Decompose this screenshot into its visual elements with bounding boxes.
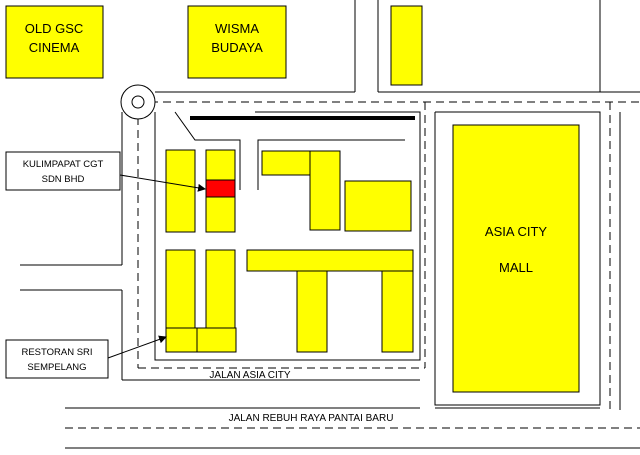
road-label-jalan-asia-city: JALAN ASIA CITY <box>209 370 290 381</box>
kulimpapat-highlight <box>205 179 236 198</box>
building-block <box>344 180 412 232</box>
wisma-budaya-building <box>187 5 287 79</box>
roundabout <box>120 84 156 120</box>
building-block <box>381 270 414 353</box>
asia-city-mall-building <box>452 124 580 393</box>
wisma-label-line2: BUDAYA <box>211 40 263 55</box>
wisma-label-line1: WISMA <box>215 21 259 36</box>
road-label-jalan-rebuh: JALAN REBUH RAYA PANTAI BARU <box>229 413 394 424</box>
barrier-line <box>190 116 415 120</box>
asia-city-label-line2: MALL <box>499 260 533 275</box>
kulimpapat-arrow <box>119 174 206 192</box>
kulimpapat-callout-line2: SDN BHD <box>42 174 85 185</box>
restoran-sri-sempelang-block <box>165 327 198 353</box>
kulimpapat-callout-box <box>5 151 121 191</box>
asia-city-label-line1: ASIA CITY <box>485 224 547 239</box>
building-block <box>165 149 196 233</box>
restoran-callout-box <box>5 339 109 379</box>
restoran-arrow <box>107 335 167 359</box>
road-edges <box>20 0 640 449</box>
building-block <box>196 327 237 353</box>
restoran-callout-line2: SEMPELANG <box>27 362 86 373</box>
old-gsc-label-line2: CINEMA <box>29 40 80 55</box>
road-centerlines <box>65 101 640 429</box>
building-block <box>296 270 328 353</box>
top-right-building <box>390 5 423 86</box>
kulimpapat-callout-line1: KULIMPAPAT CGT <box>23 159 104 170</box>
building-block <box>246 249 414 272</box>
restoran-callout-line1: RESTORAN SRI <box>21 347 92 358</box>
old-gsc-cinema-building <box>5 5 104 79</box>
building-block <box>309 150 341 231</box>
old-gsc-label-line1: OLD GSC <box>25 21 84 36</box>
